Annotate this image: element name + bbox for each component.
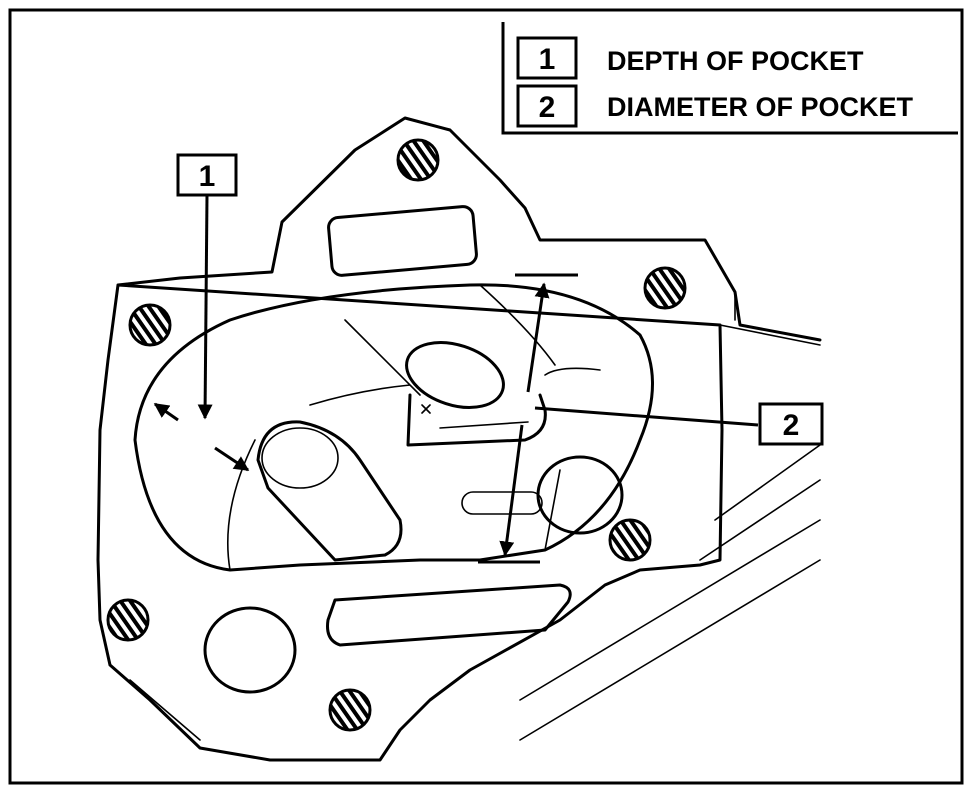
housing-inner-edge [129, 291, 821, 741]
pocket-floor-line [227, 284, 561, 571]
diameter-upper-arrow [526, 282, 550, 393]
depth-arrow-lower [214, 446, 250, 472]
legend-item-diameter: 2 DIAMETER OF POCKET [516, 84, 914, 128]
callout-1: 1 [176, 153, 238, 197]
depth-dimension [153, 194, 250, 472]
shaft-end [261, 427, 339, 489]
depth-arrow-upper [153, 402, 179, 422]
legend-item-depth: 1 DEPTH OF POCKET [516, 36, 864, 80]
center-port-mark [421, 404, 529, 429]
bolt-hole [328, 688, 372, 732]
center-port [405, 341, 505, 409]
pocket-outline [133, 283, 654, 572]
legend-item-1-number: 1 [539, 43, 556, 76]
gear-pocket [133, 283, 654, 572]
shaft-boss [256, 420, 403, 562]
legend-item-2-box [516, 84, 578, 128]
bolt-hole [396, 138, 440, 182]
center-port-ledge [406, 393, 547, 447]
right-port-slot [461, 491, 543, 515]
callout-2-number: 2 [783, 409, 800, 442]
right-port-channel [544, 367, 601, 376]
housing-rear-edge [714, 324, 821, 521]
lower-slot [326, 583, 572, 647]
bolt-hole [608, 518, 652, 562]
legend-item-2-number: 2 [539, 91, 556, 124]
legend-item-2-label: DIAMETER OF POCKET [607, 92, 914, 122]
legend-border [501, 22, 958, 135]
callout-1-number: 1 [199, 160, 216, 193]
lower-port-hole [203, 606, 297, 694]
bolt-holes [106, 138, 687, 732]
callout-2-leader [534, 406, 759, 427]
legend: 1 DEPTH OF POCKET 2 DIAMETER OF POCKET [501, 22, 958, 135]
figure-frame [8, 8, 964, 785]
housing-outline [96, 116, 822, 762]
bolt-hole [128, 303, 172, 347]
bolt-hole [106, 598, 150, 642]
diameter-dimension [478, 273, 759, 564]
legend-item-1-label: DEPTH OF POCKET [607, 46, 864, 76]
callout-1-leader [197, 194, 213, 420]
diameter-lower-arrow [499, 424, 524, 557]
upper-slot [327, 205, 478, 277]
callout-1-box [176, 153, 238, 197]
callout-2: 2 [758, 402, 824, 446]
bolt-hole [643, 266, 687, 310]
legend-item-1-box [516, 36, 578, 80]
housing [96, 116, 822, 762]
callout-2-box [758, 402, 824, 446]
